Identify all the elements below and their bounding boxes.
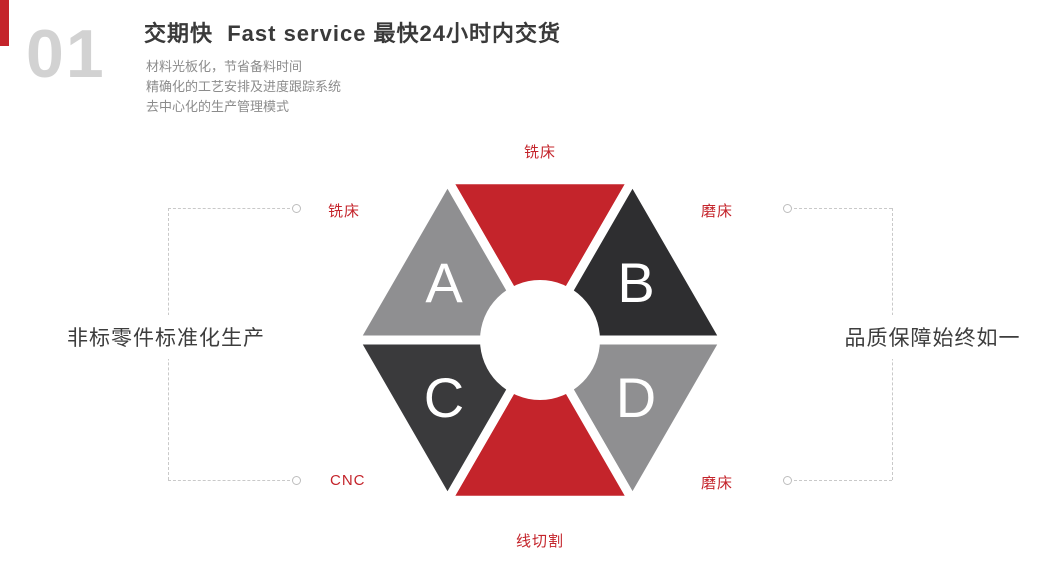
letter-d: D (616, 366, 656, 429)
left-connector-top (168, 208, 290, 209)
left-top-node-circle (292, 204, 301, 213)
right-connector-top (794, 208, 892, 209)
letter-a: A (425, 251, 463, 314)
label-top-milling: 铣床 (523, 144, 556, 161)
section-number: 01 (26, 16, 106, 92)
page-title: 交期快 Fast service 最快24小时内交货 (144, 21, 562, 46)
feature-bullet-list: 材料光板化，节省备料时间 精确化的工艺安排及进度跟踪系统 去中心化的生产管理模式 (146, 57, 341, 117)
left-callout-text: 非标零件标准化生产 (46, 315, 286, 359)
right-connector-bottom (794, 480, 892, 481)
accent-corner-bar (0, 0, 9, 46)
label-lower-right-grinding: 磨床 (701, 475, 734, 492)
label-bottom-wirecut: 线切割 (515, 533, 564, 550)
letter-c: C (424, 366, 464, 429)
right-bottom-node-circle (783, 476, 792, 485)
bullet-line: 精确化的工艺安排及进度跟踪系统 (146, 79, 342, 94)
label-lower-left-cnc: CNC (330, 472, 366, 489)
label-upper-left-milling: 铣床 (328, 203, 361, 220)
bullet-line: 材料光板化，节省备料时间 (146, 59, 303, 74)
right-top-node-circle (783, 204, 792, 213)
label-upper-right-grinding: 磨床 (701, 203, 734, 220)
bullet-line: 去中心化的生产管理模式 (146, 99, 290, 114)
triangle-upper-left-milling (347, 170, 548, 345)
letter-b: B (617, 251, 654, 314)
right-callout-text: 品质保障始终如一 (825, 315, 1040, 359)
left-connector-bottom (168, 480, 290, 481)
left-bottom-node-circle (292, 476, 301, 485)
center-circle (480, 280, 600, 400)
hexagon-diagram: A B C D (347, 170, 733, 510)
